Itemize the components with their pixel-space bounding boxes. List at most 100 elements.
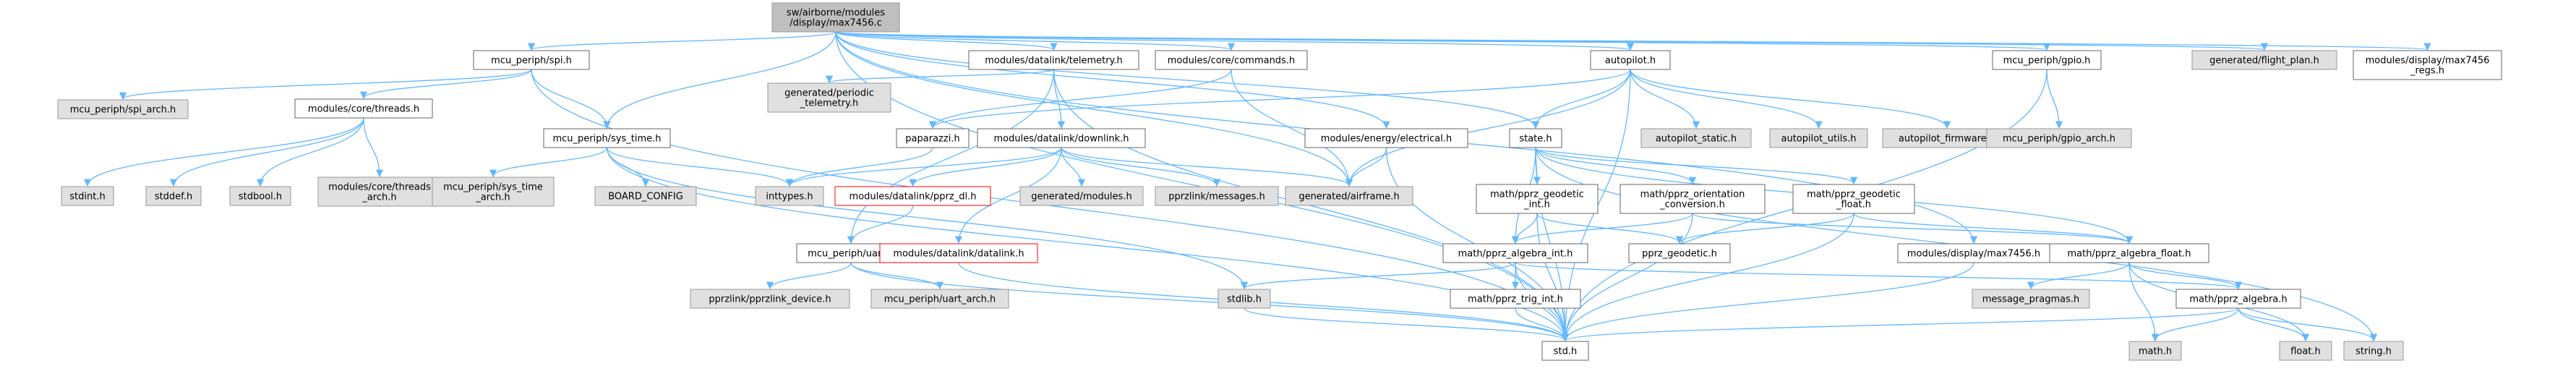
node-label: mcu_periph/spi.h (491, 56, 572, 67)
node-box (977, 128, 1146, 148)
node-box (2049, 243, 2209, 263)
node-box (2128, 341, 2182, 361)
node-sys-time[interactable]: mcu_periph/sys_time.h (543, 128, 671, 148)
edge-pprz_algebra_float-to-message_pragmas (2027, 262, 2130, 290)
node-box (1476, 184, 1599, 214)
node-pprzlink-messages[interactable]: pprzlink/messages.h (1155, 186, 1279, 206)
node-pprzlink-device[interactable]: pprzlink/pprzlink_device.h (690, 289, 850, 309)
node-label: stdint.h (69, 192, 105, 203)
node-pprz-trig-int[interactable]: math/pprz_trig_int.h (1450, 289, 1581, 309)
node-box (896, 128, 970, 148)
edge-pprz_algebra-to-std (1562, 307, 2239, 342)
edge-autopilot-to-autopilot_static (1630, 69, 1700, 129)
node-autopilot-utils[interactable]: autopilot_utils.h (1769, 128, 1868, 148)
edge-pprz_geodetic_int-to-std (1536, 213, 1570, 342)
edge-root-to-spi (528, 31, 836, 51)
node-string[interactable]: string.h (2343, 341, 2404, 361)
node-box (1590, 50, 1671, 70)
node-label: pprzlink/pprzlink_device.h (709, 294, 831, 305)
node-math[interactable]: math.h (2128, 341, 2182, 361)
node-label: state.h (1519, 134, 1552, 145)
node-root[interactable]: sw/airborne/modules/display/max7456.c (771, 2, 900, 33)
node-label: mcu_periph/gpio.h (2003, 56, 2091, 67)
node-spi-arch[interactable]: mcu_periph/spi_arch.h (57, 99, 189, 119)
node-periodic-telemetry[interactable]: generated/periodic_telemetry.h (767, 82, 891, 113)
node-label: mcu_periph/uart_arch.h (884, 294, 996, 305)
node-box (543, 128, 671, 148)
node-airframe[interactable]: generated/airframe.h (1285, 186, 1413, 206)
node-label: _int.h (1523, 200, 1550, 210)
node-pprz-algebra-float[interactable]: math/pprz_algebra_float.h (2049, 243, 2209, 263)
edge-paparazzi-to-inttypes (785, 147, 933, 187)
node-label: stdlib.h (1227, 294, 1262, 305)
node-state[interactable]: state.h (1509, 128, 1562, 148)
node-gpio-arch[interactable]: mcu_periph/gpio_arch.h (1986, 128, 2132, 148)
node-datalink[interactable]: modules/datalink/datalink.h (879, 243, 1038, 263)
edge-downlink-to-inttypes (785, 147, 1062, 187)
node-label: modules/datalink/downlink.h (994, 134, 1129, 145)
node-box (1619, 184, 1766, 214)
edge-commands-to-airframe (1231, 69, 1353, 187)
node-label: autopilot_utils.h (1781, 134, 1857, 145)
node-downlink[interactable]: modules/datalink/downlink.h (977, 128, 1146, 148)
node-label: message_pragmas.h (1982, 294, 2080, 305)
node-flight-plan[interactable]: generated/flight_plan.h (2191, 50, 2337, 70)
node-max7456-h[interactable]: modules/display/max7456.h (1897, 243, 2050, 263)
node-spi[interactable]: mcu_periph/spi.h (473, 50, 590, 70)
node-label: math.h (2139, 346, 2172, 357)
node-pprz-orientation[interactable]: math/pprz_orientation_conversion.h (1619, 184, 1766, 214)
node-label: sw/airborne/modules (787, 8, 885, 19)
edge-pprz_orientation-to-pprz_algebra_float (1692, 213, 2133, 244)
node-uart-arch[interactable]: mcu_periph/uart_arch.h (870, 289, 1009, 309)
node-label: /display/max7456.c (790, 18, 882, 29)
node-label: _telemetry.h (800, 98, 859, 109)
node-autopilot-static[interactable]: autopilot_static.h (1640, 128, 1752, 148)
edge-sys_time-to-inttypes (606, 147, 794, 187)
node-threads-arch[interactable]: modules/core/threads_arch.h (317, 177, 442, 207)
node-electrical[interactable]: modules/energy/electrical.h (1304, 128, 1468, 148)
node-commands[interactable]: modules/core/commands.h (1155, 50, 1308, 70)
node-stdint[interactable]: stdint.h (61, 186, 114, 206)
node-threads[interactable]: modules/core/threads.h (294, 98, 433, 119)
node-box (870, 289, 1009, 309)
node-board-config[interactable]: BOARD_CONFIG (594, 186, 697, 206)
edge-root-to-sys_time (603, 31, 836, 129)
node-pprz-geodetic-float[interactable]: math/pprz_geodetic_float.h (1792, 184, 1915, 214)
node-label: math/pprz_geodetic (1807, 190, 1901, 200)
node-sys-time-arch[interactable]: mcu_periph/sys_time_arch.h (432, 177, 555, 207)
edge-sys_time-to-stdlib (606, 147, 1249, 290)
node-telemetry[interactable]: modules/datalink/telemetry.h (968, 50, 1139, 70)
edge-sys_time-to-std (606, 147, 1570, 342)
node-label: autopilot_static.h (1656, 134, 1737, 145)
edge-uart-to-uart_arch (850, 262, 944, 290)
node-autopilot[interactable]: autopilot.h (1590, 50, 1671, 70)
node-std[interactable]: std.h (1541, 341, 1589, 361)
node-pprz-geodetic[interactable]: pprz_geodetic.h (1628, 243, 1731, 263)
edge-stdlib-to-std (1244, 307, 1570, 342)
edge-pprz_geodetic_float-to-pprz_algebra_float (1853, 213, 2134, 244)
node-pprz-algebra-int[interactable]: math/pprz_algebra_int.h (1442, 243, 1588, 263)
node-inttypes[interactable]: inttypes.h (755, 186, 824, 206)
node-label: modules/display/max7456.h (1907, 249, 2040, 260)
node-float[interactable]: float.h (2279, 341, 2332, 361)
edge-pprz_algebra-to-math (2151, 307, 2239, 342)
node-generated-modules[interactable]: generated/modules.h (1019, 186, 1144, 206)
node-stdbool[interactable]: stdbool.h (229, 186, 291, 206)
node-pprz-algebra[interactable]: math/pprz_algebra.h (2175, 289, 2301, 309)
node-box (755, 186, 824, 206)
node-gpio[interactable]: mcu_periph/gpio.h (1992, 50, 2102, 70)
node-label: stddef.h (155, 192, 192, 203)
node-stdlib[interactable]: stdlib.h (1218, 289, 1271, 309)
edge-gpio-to-gpio_arch (2046, 69, 2063, 129)
node-pprz-geodetic-int[interactable]: math/pprz_geodetic_int.h (1476, 184, 1599, 214)
node-box (1509, 128, 1562, 148)
node-max7456-regs[interactable]: modules/display/max7456_regs.h (2353, 50, 2502, 80)
node-pprz-dl[interactable]: modules/datalink/pprz_dl.h (834, 186, 991, 206)
node-message-pragmas[interactable]: message_pragmas.h (1972, 289, 2090, 309)
node-box (294, 98, 433, 119)
node-label: modules/display/max7456 (2366, 56, 2490, 67)
edge-downlink-to-datalink (954, 147, 1062, 244)
edge-autopilot-to-airframe (1345, 69, 1631, 187)
node-paparazzi[interactable]: paparazzi.h (896, 128, 970, 148)
node-stddef[interactable]: stddef.h (145, 186, 202, 206)
